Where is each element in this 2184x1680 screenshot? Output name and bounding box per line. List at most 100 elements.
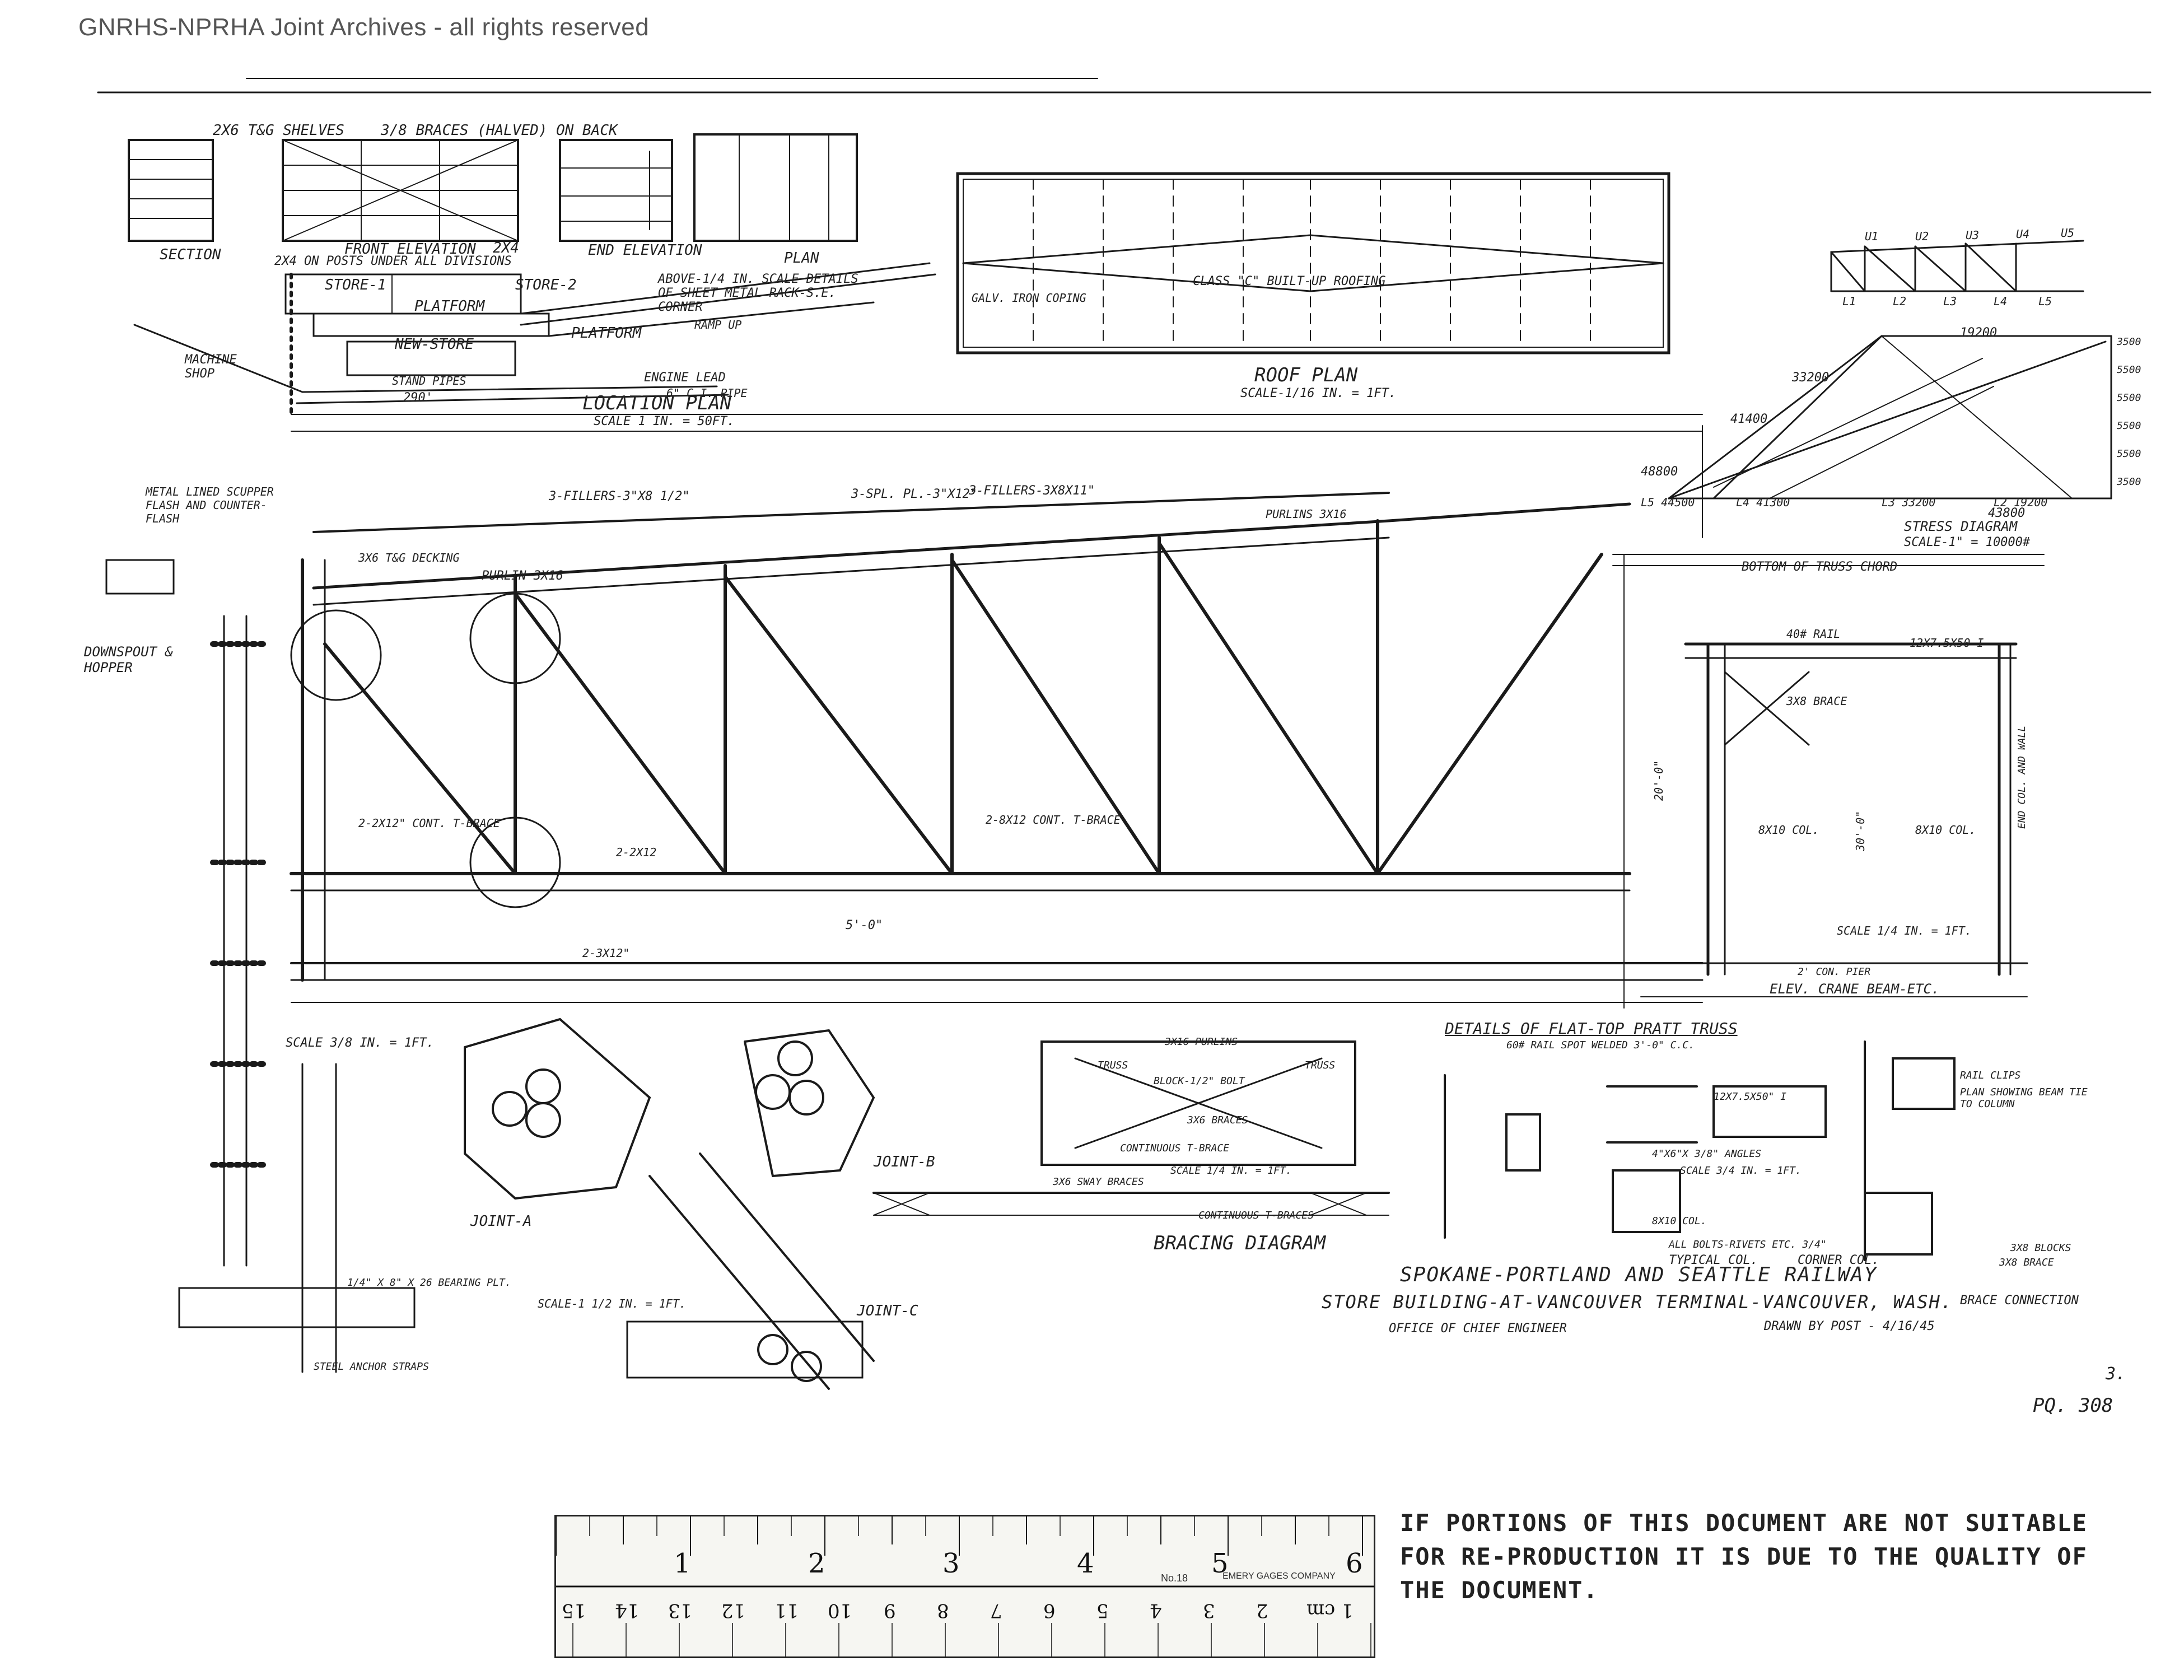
section-end-col-label: END COL. AND WALL [2016,725,2028,829]
section-scale-label: SCALE 1/4 IN. = 1FT. [1837,924,1972,937]
truss-scale-label: SCALE 3/8 IN. = 1FT. [286,1036,434,1050]
section-col-left-label: 8X10 COL. [1758,823,1819,837]
stress-diagram-title: STRESS DIAGRAM [1904,519,2018,534]
dim-50-label: 5'-0" [846,918,883,932]
ruler-inch-5: 5 [1211,1548,1229,1579]
rack-braces-label: 3/8 BRACES (HALVED) ON BACK [381,122,618,139]
ruler-model: No.18 [1161,1572,1188,1584]
details-brace-conn: BRACE CONNECTION [1960,1294,2079,1308]
scupper-label: METAL LINED SCUPPER FLASH AND COUNTER-FL… [146,485,274,525]
section-frame [1612,554,2045,1009]
roof-roofing-label: CLASS "C" BUILT-UP ROOFING [1193,274,1386,288]
rack-scale-note: ABOVE-1/4 IN. SCALE DETAILS OF SHEET MET… [658,272,858,314]
details-beam-i: 12X7.5X50" I [1714,1091,1787,1103]
ruler-inch-6: 6 [1346,1548,1363,1579]
archive-notice: GNRHS-NPRHA Joint Archives - all rights … [78,13,650,41]
downspout-label: DOWNSPOUT & HOPPER [84,644,173,675]
machine-shop-label: MACHINE SHOP [185,353,237,381]
sheet-number: 3. [2106,1364,2126,1384]
section-col-right-label: 8X10 COL. [1915,823,1976,837]
ruler-brand: EMERY GAGES COMPANY [1222,1571,1336,1581]
bracing-sway-label: 3X6 SWAY BRACES [1053,1176,1144,1188]
rack-shelves-label: 2X6 T&G SHELVES [213,122,344,139]
bracing-lines [872,1040,1390,1216]
cont-t-brace-label: 2-2X12" CONT. T-BRACE [358,816,500,830]
title-project: STORE BUILDING-AT-VANCOUVER TERMINAL-VAN… [1322,1291,1953,1313]
rack-details [128,133,858,242]
stress-right-2: 5500 [2117,364,2141,376]
section-pier-label: 2' CON. PIER [1798,966,1871,978]
ruler-inch-3: 3 [942,1548,960,1579]
stress-l1: L1 [1842,295,1856,308]
stress-u2: U2 [1915,230,1929,243]
stress-l5: L5 [2038,295,2052,308]
ramp-label: RAMP UP [694,318,742,332]
cont-t-brace-2-label: 2-8X12 CONT. T-BRACE [986,813,1121,827]
stress-bottom-3: L3 33200 [1882,496,1936,509]
page-number: PQ. 308 [2033,1394,2113,1417]
fillers-1-label: 3-FILLERS-3"X8 1/2" [549,489,690,503]
ruler-cm-10: 10 [828,1599,852,1622]
ruler-ticks [556,1516,1374,1656]
platform-label-1: PLATFORM [414,298,485,315]
ruler-cm-6: 6 [1043,1599,1056,1622]
bracing-braces-label: 3X6 BRACES [1187,1114,1248,1126]
stress-right-4: 5500 [2117,420,2141,432]
title-office: OFFICE OF CHIEF ENGINEER [1389,1322,1567,1336]
stress-l3: L3 [1943,295,1957,308]
ruler-cm-12: 12 [721,1599,746,1622]
decking-label: 3X6 T&G DECKING [358,551,460,564]
details-rail-weld: 60# RAIL SPOT WELDED 3'-0" C.C. [1506,1039,1695,1051]
stress-value-5: 48800 [1641,465,1678,479]
ruler-cm-8: 8 [937,1599,949,1622]
title-railway: SPOKANE-PORTLAND AND SEATTLE RAILWAY [1400,1263,1878,1286]
ruler-cm-5: 5 [1096,1599,1109,1622]
ruler-inch-4: 4 [1077,1548,1094,1579]
section-crane-label: ELEV. CRANE BEAM-ETC. [1770,981,1940,997]
section-h30-label: 30'-0" [1854,810,1867,851]
truss-elevation [105,414,1704,1267]
bottom-of-chord-label: BOTTOM OF TRUSS CHORD [1742,560,1898,574]
details-typical-col: TYPICAL COL. [1669,1253,1758,1267]
joint-a-label: JOINT-A [470,1213,532,1230]
anchor-straps-label: STEEL ANCHOR STRAPS [314,1361,429,1373]
stress-l2: L2 [1893,295,1907,308]
stress-diagram-lines [1668,240,2112,538]
stress-right-5: 5500 [2117,448,2141,460]
measurement-ruler: 1 2 3 4 5 6 15 14 13 12 11 10 9 8 7 6 5 … [554,1515,1375,1658]
joints-scale-label: SCALE-1 1/2 IN. = 1FT. [538,1297,686,1310]
rack-plan-label: PLAN [784,250,819,267]
ruler-cm-2: 2 [1256,1599,1268,1622]
stress-right-6: 3500 [2117,476,2141,488]
stress-value-3: 41400 [1730,412,1768,426]
store-1-label: STORE-1 [325,277,386,293]
details-clips: RAIL CLIPS [1960,1070,2021,1081]
bracing-purlins-label: 3X16 PURLINS [1165,1036,1238,1048]
store-2-label: STORE-2 [515,277,577,293]
details-corner-col: CORNER COL. [1798,1253,1879,1267]
stress-right-3: 5500 [2117,392,2141,404]
stress-diagram-scale: SCALE-1" = 10000# [1904,535,2031,549]
bracing-cont-t-label: CONTINUOUS T-BRACES [1198,1210,1314,1221]
stress-bottom-1: L5 44500 [1641,496,1695,509]
ruler-cm-4: 4 [1150,1599,1162,1622]
bracing-truss-left: TRUSS [1098,1060,1128,1071]
section-rail-label: 40# RAIL [1786,627,1841,641]
joint-details [178,1018,875,1390]
ruler-cm-3: 3 [1203,1599,1215,1622]
stress-u1: U1 [1865,230,1879,243]
stress-bottom-2: L4 41300 [1736,496,1790,509]
ruler-cm-9: 9 [884,1599,896,1622]
details-title: DETAILS OF FLAT-TOP PRATT TRUSS [1445,1019,1738,1038]
details-col: 8X10 COL. [1652,1215,1707,1227]
section-h20-label: 20'-0" [1652,760,1665,801]
stress-u5: U5 [2061,226,2075,240]
location-plan-title: LOCATION PLAN [582,392,732,414]
ruler-inch-1: 1 [674,1548,691,1579]
new-store-label: NEW-STORE [395,336,474,353]
purlins-top-label: PURLINS 3X16 [1266,507,1347,521]
cp-pipe-label: 6" C.I. PIPE [666,386,748,400]
details-scale: SCALE 3/4 IN. = 1FT. [1680,1165,1802,1177]
ruler-cm-13: 13 [668,1599,693,1622]
